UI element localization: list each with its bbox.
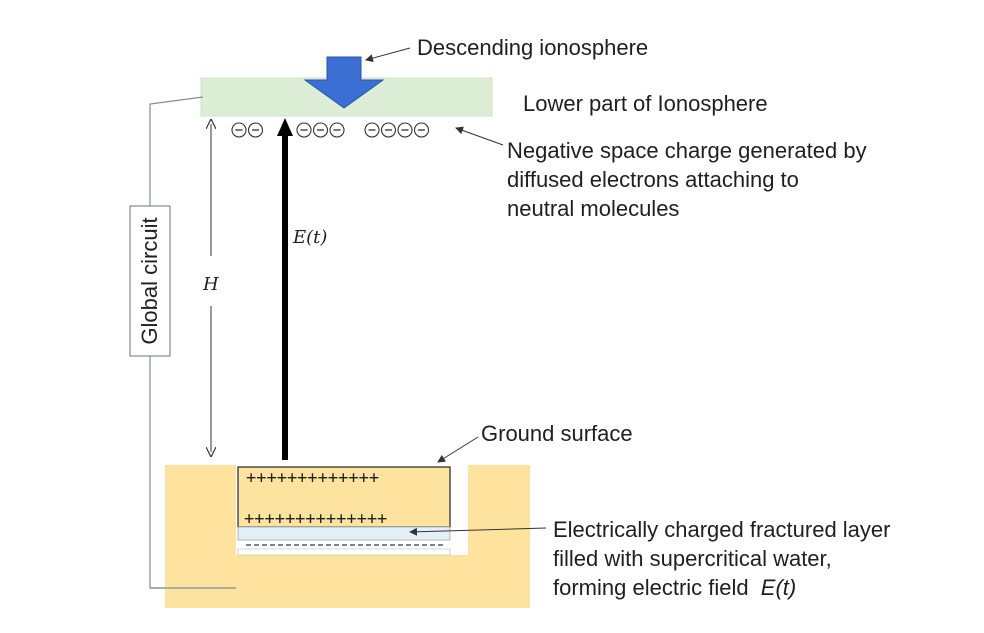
- negative-charge-leader-line: [455, 126, 504, 146]
- ground-surface-label: Ground surface: [481, 421, 633, 446]
- negative-ions: [231, 122, 430, 138]
- positive-charge-row-bottom: ++++++++++++++: [244, 509, 387, 529]
- descending-leader-line: [365, 47, 411, 63]
- fracture-bottom-strip: [237, 548, 451, 556]
- water-layer: [237, 526, 451, 541]
- field-arrow-head-icon: [277, 118, 293, 136]
- global-circuit-box: [129, 205, 171, 357]
- height-label: H: [202, 274, 219, 295]
- fracture-label-line2: filled with supercritical water,: [553, 546, 832, 571]
- descending-ionosphere-label: Descending ionosphere: [417, 35, 648, 60]
- negative-charge-label-line3: neutral molecules: [507, 196, 679, 221]
- descending-arrow-icon: [303, 56, 385, 109]
- lower-ionosphere-label: Lower part of Ionosphere: [523, 91, 768, 116]
- negative-charge-label-line1: Negative space charge generated by: [507, 138, 867, 163]
- fracture-label-line1: Electrically charged fractured layer: [553, 517, 890, 542]
- negative-charge-label-line2: diffused electrons attaching to: [507, 167, 799, 192]
- fracture-label-prefix: forming electric field: [553, 575, 749, 600]
- fracture-label-line3: forming electric field E(t): [553, 575, 796, 600]
- ground-body: [165, 465, 530, 608]
- field-label: E(t): [292, 227, 327, 248]
- positive-charge-row-top: +++++++++++++: [246, 468, 379, 488]
- fractured-layer-block: [237, 466, 451, 528]
- fracture-leader-line: [409, 527, 547, 536]
- global-circuit-label: Global circuit: [137, 217, 162, 344]
- ground-surface-leader-line: [437, 436, 479, 463]
- fracture-label-field: E(t): [761, 575, 796, 600]
